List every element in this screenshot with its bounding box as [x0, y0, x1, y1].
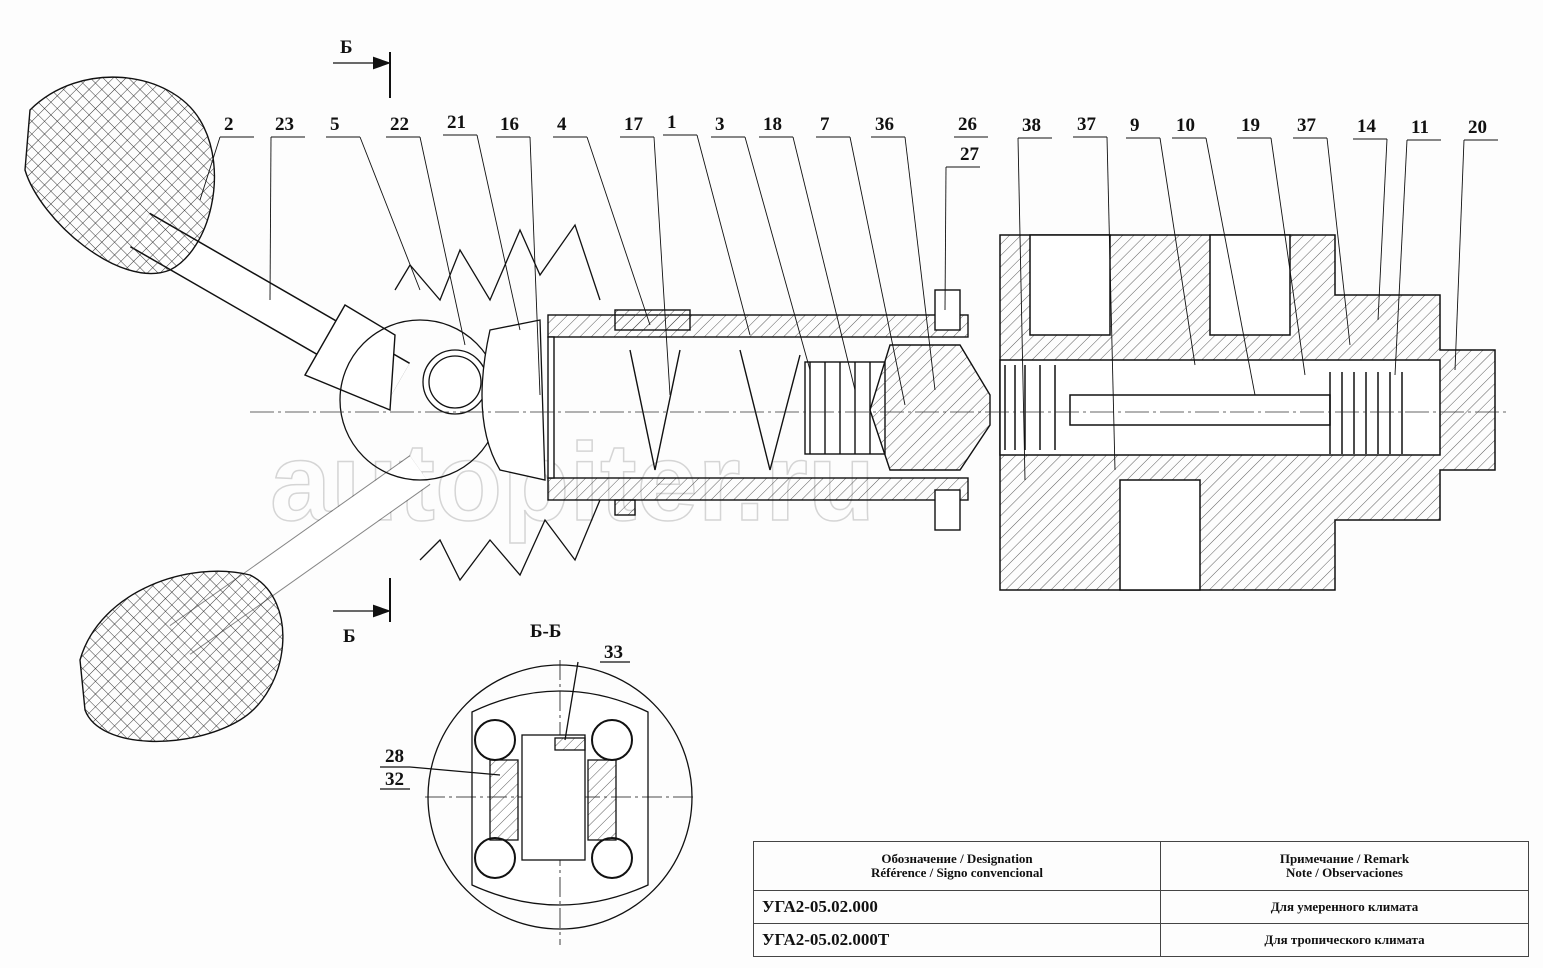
- upper-handle: [24, 76, 410, 412]
- lower-handle: [79, 455, 431, 742]
- leader-line: [359, 136, 421, 291]
- designation-cell: УГА2-05.02.000: [753, 890, 1161, 924]
- table-row: УГА2-05.02.000 Для умеренного климата: [753, 890, 1529, 924]
- rubber-boot: [394, 223, 601, 582]
- callout-38: 38: [1022, 115, 1041, 136]
- callout-2: 2: [224, 114, 234, 135]
- callout-14: 14: [1357, 116, 1377, 137]
- header-line: Примечание / Remark: [1279, 851, 1410, 866]
- leader-line: [744, 136, 811, 371]
- callout-36: 36: [875, 114, 894, 135]
- callout-7: 7: [820, 114, 830, 135]
- callout-20: 20: [1468, 117, 1487, 138]
- leader-line: [476, 134, 521, 331]
- leader-line: [1270, 137, 1306, 376]
- callout-26: 26: [958, 114, 977, 135]
- table-row: УГА2-05.02.000Т Для тропического климата: [753, 923, 1529, 957]
- callout-17: 17: [624, 114, 644, 135]
- section-view: [380, 660, 695, 945]
- leader-line: [792, 136, 856, 391]
- callouts: 2 23 5 22 21 16 4 17 1 3 18 7 36 26 27 38 37 9 10 19 37 14 11 2…: [199, 112, 1498, 481]
- section-mark-top: Б: [340, 37, 353, 58]
- leader-line: [1326, 137, 1351, 346]
- leader-line: [529, 136, 541, 396]
- leader-line: [904, 136, 936, 391]
- callout-19: 19: [1241, 115, 1260, 136]
- callout-16: 16: [500, 114, 519, 135]
- callout-37: 37: [1077, 114, 1097, 135]
- callout-37: 37: [1297, 115, 1317, 136]
- callout-28: 28: [385, 746, 404, 767]
- section-mark-bottom: Б: [343, 626, 356, 647]
- section-title: Б-Б: [530, 621, 561, 642]
- callout-4: 4: [557, 114, 567, 135]
- remark-cell: Для тропического климата: [1160, 923, 1529, 957]
- leader-line: [849, 136, 906, 406]
- leader-line: [269, 136, 272, 301]
- header-line: Note / Observaciones: [1286, 865, 1403, 880]
- callout-21: 21: [447, 112, 466, 133]
- callout-11: 11: [1411, 117, 1429, 138]
- section-marks: [333, 52, 391, 622]
- leader-line: [653, 136, 671, 396]
- leader-line: [1017, 137, 1026, 481]
- leader-line: [586, 136, 651, 326]
- callout-3: 3: [715, 114, 725, 135]
- leader-line: [696, 134, 751, 336]
- leader-line: [1106, 136, 1116, 471]
- callout-1: 1: [667, 112, 677, 133]
- callout-33: 33: [604, 642, 623, 663]
- callout-10: 10: [1176, 115, 1195, 136]
- header-line: Обозначение / Designation: [881, 851, 1033, 866]
- leader-line: [199, 136, 221, 201]
- callout-23: 23: [275, 114, 294, 135]
- callout-22: 22: [390, 114, 409, 135]
- header-line: Référence / Signo convencional: [871, 865, 1043, 880]
- pivot-assembly: [339, 319, 546, 481]
- callout-18: 18: [763, 114, 782, 135]
- leader-line: [1454, 139, 1465, 371]
- callout-27: 27: [960, 144, 980, 165]
- callout-5: 5: [330, 114, 340, 135]
- housing-tube: [547, 289, 991, 531]
- leader-line: [1377, 138, 1388, 321]
- valve-body: [999, 234, 1496, 591]
- designation-cell: УГА2-05.02.000Т: [753, 923, 1161, 957]
- leader-line: [944, 166, 947, 311]
- callout-9: 9: [1130, 115, 1140, 136]
- callout-32: 32: [385, 769, 404, 790]
- leader-line: [419, 136, 466, 346]
- remark-cell: Для умеренного климата: [1160, 890, 1529, 924]
- leader-line: [1394, 139, 1408, 376]
- leader-line: [1159, 137, 1196, 366]
- leader-line: [1205, 137, 1256, 396]
